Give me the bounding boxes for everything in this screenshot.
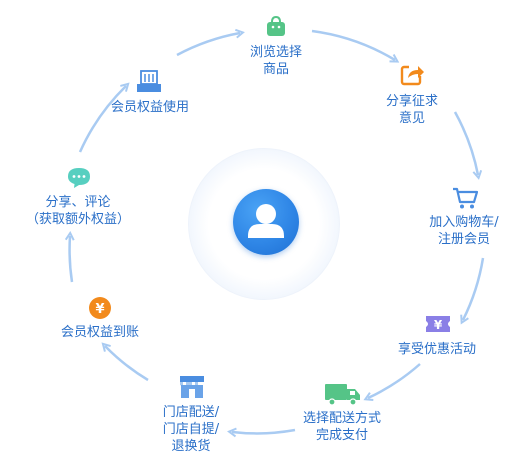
step-pickup-line-3: 退换货 xyxy=(171,439,211,454)
share-arrow-icon xyxy=(400,62,424,86)
store-icon xyxy=(180,376,204,398)
arrow-browse-to-share xyxy=(311,29,395,60)
step-pickup-line-2: 门店自提/ xyxy=(162,422,220,437)
yen-ticket-icon: ¥ xyxy=(426,316,450,332)
step-account-label: 会员权益到账 xyxy=(44,324,156,341)
step-discount-label: 享受优惠活动 xyxy=(382,341,492,358)
arrow-comment-to-use xyxy=(78,86,126,153)
step-cart-label: 加入购物车/ 注册会员 xyxy=(412,214,516,248)
pos-terminal-icon xyxy=(137,70,161,92)
arrow-share-to-cart xyxy=(453,111,478,175)
svg-text:¥: ¥ xyxy=(434,318,443,332)
step-pickup-line-1: 门店配送/ xyxy=(162,405,220,420)
step-comment-line-2: （获取额外权益） xyxy=(25,212,130,227)
arrow-pickup-to-account xyxy=(105,346,149,382)
step-use-line-1: 会员权益使用 xyxy=(110,100,189,115)
step-account-line-1: 会员权益到账 xyxy=(60,325,139,340)
user-avatar-icon xyxy=(248,204,284,238)
step-discount-line-1: 享受优惠活动 xyxy=(397,342,476,357)
step-share-line-1: 分享征求 xyxy=(385,94,438,109)
arrow-delivery-to-pickup xyxy=(232,430,296,433)
chat-bubble-icon xyxy=(68,168,90,188)
step-comment-line-1: 分享、评论 xyxy=(45,195,111,210)
step-delivery-line-2: 完成支付 xyxy=(315,428,368,443)
center-user-button[interactable] xyxy=(233,189,299,255)
step-browse-line-1: 浏览选择 xyxy=(249,45,302,60)
arrow-cart-to-discount xyxy=(463,257,485,320)
shopping-bag-icon xyxy=(267,15,285,36)
step-share-line-2: 意见 xyxy=(398,111,425,126)
center-glow xyxy=(188,148,340,300)
step-delivery-label: 选择配送方式 完成支付 xyxy=(286,410,398,444)
step-use-label: 会员权益使用 xyxy=(94,99,206,116)
step-pickup-label: 门店配送/ 门店自提/ 退换货 xyxy=(148,404,234,455)
step-cart-line-2: 注册会员 xyxy=(437,232,490,247)
yen-coin-icon: ¥ xyxy=(89,297,111,319)
arrow-discount-to-delivery xyxy=(368,363,421,398)
step-browse-line-2: 商品 xyxy=(262,62,289,77)
arrow-use-to-browse xyxy=(176,33,240,57)
step-cart-line-1: 加入购物车/ xyxy=(429,215,499,230)
step-share-label: 分享征求 意见 xyxy=(372,93,452,127)
truck-icon xyxy=(325,384,360,406)
cart-icon xyxy=(453,187,478,209)
step-browse-label: 浏览选择 商品 xyxy=(236,44,316,78)
step-comment-label: 分享、评论 （获取额外权益） xyxy=(10,194,146,228)
svg-text:¥: ¥ xyxy=(95,302,104,317)
arrow-account-to-comment xyxy=(70,236,72,283)
step-delivery-line-1: 选择配送方式 xyxy=(302,411,381,426)
